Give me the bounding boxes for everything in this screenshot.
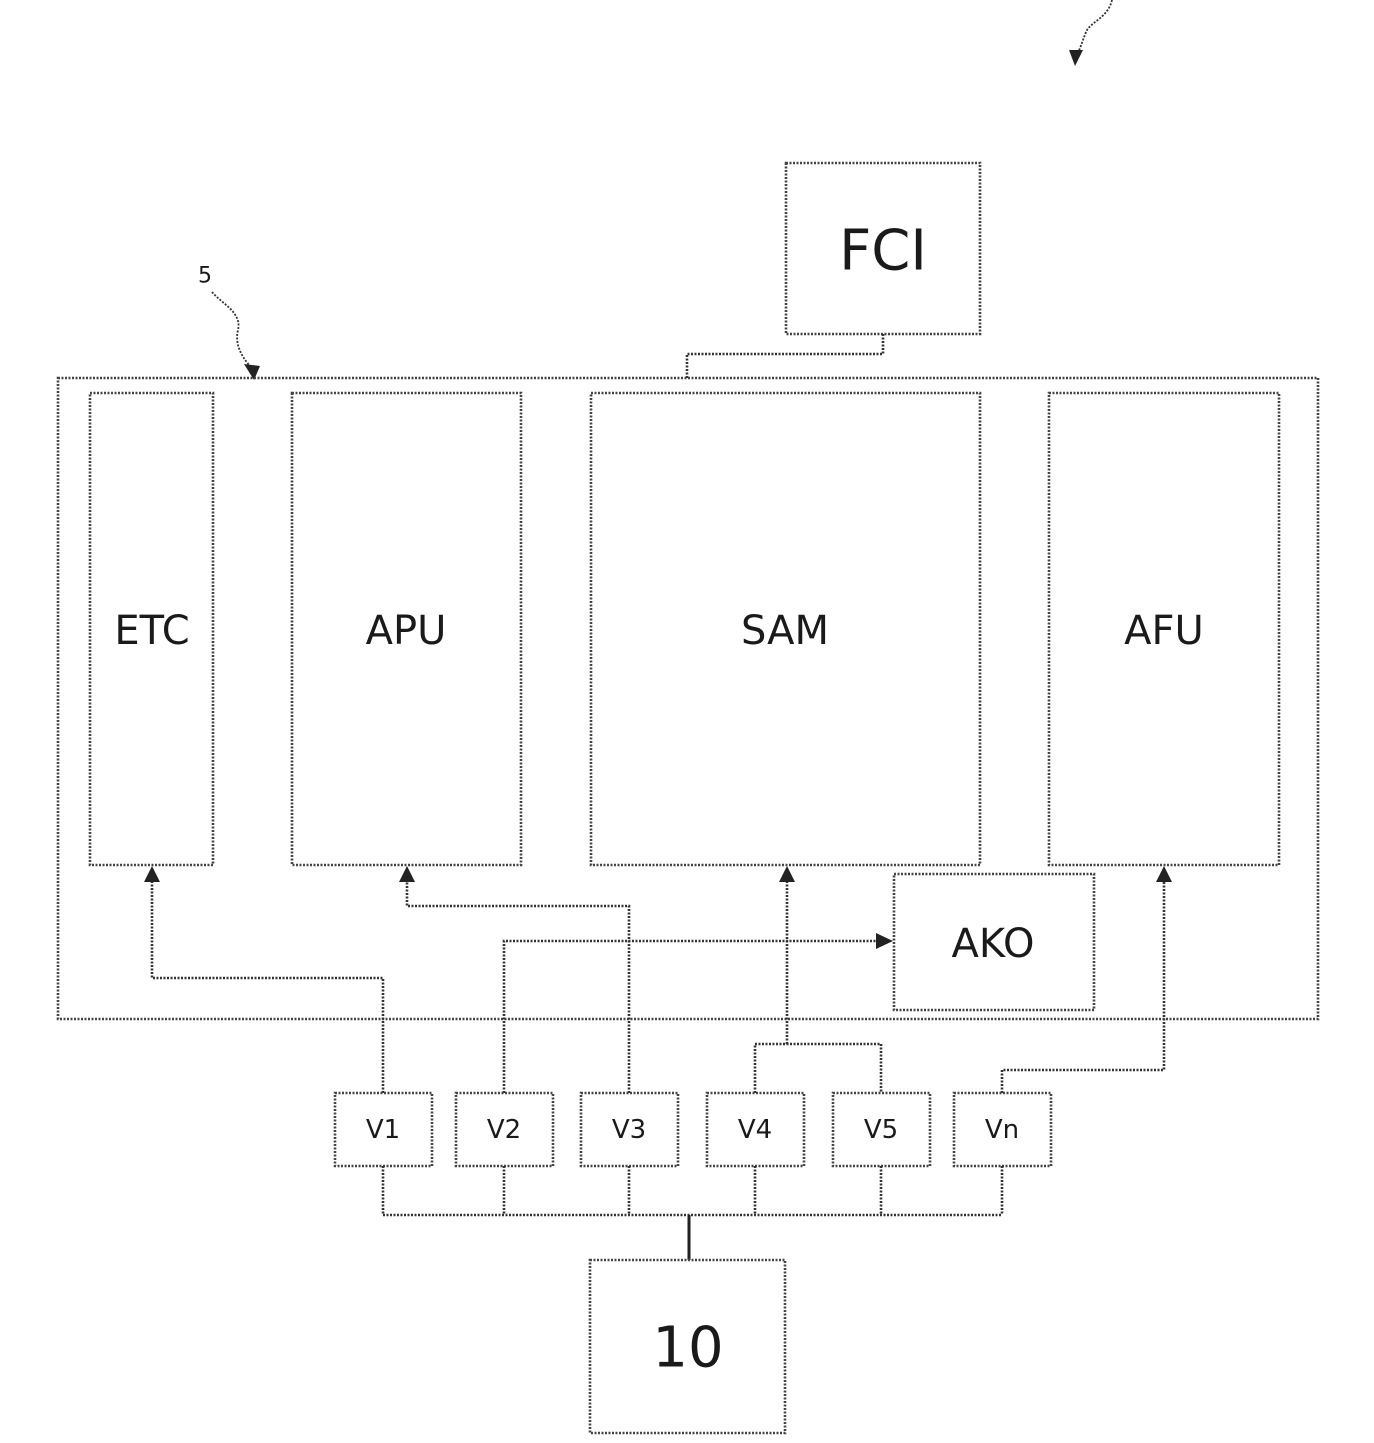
v1-label: V1	[366, 1115, 400, 1145]
fci-connector	[687, 334, 883, 378]
arrowhead-sam	[779, 866, 795, 882]
arrowhead-apu	[399, 866, 415, 882]
v2-label: V2	[487, 1115, 521, 1145]
arrowhead-etc	[144, 866, 160, 882]
wire-v2-ako	[504, 941, 878, 1093]
arrowhead-ako	[876, 933, 893, 949]
afu-label: AFU	[1124, 608, 1204, 654]
bus-drops	[383, 1166, 1002, 1215]
sam-label: SAM	[741, 608, 829, 654]
ako-label: AKO	[952, 921, 1035, 967]
figure-ref-arrow-curve	[1076, 0, 1112, 56]
arrowhead-afu	[1156, 866, 1172, 882]
vn-label: Vn	[985, 1115, 1019, 1145]
v5-label: V5	[864, 1115, 898, 1145]
etc-label: ETC	[114, 608, 189, 654]
fci-label: FCI	[839, 219, 927, 284]
v4-label: V4	[738, 1115, 772, 1145]
wire-v4-v5-junction	[755, 1044, 881, 1093]
wire-v1-etc	[152, 878, 383, 1093]
wire-v3-apu	[407, 878, 629, 1093]
apu-label: APU	[366, 608, 447, 654]
ref-label-5: 5	[198, 264, 212, 289]
source-label: 10	[652, 1316, 723, 1381]
v3-label: V3	[612, 1115, 646, 1145]
ref-5-curve	[212, 292, 252, 368]
figure-ref-arrowhead	[1069, 50, 1083, 66]
